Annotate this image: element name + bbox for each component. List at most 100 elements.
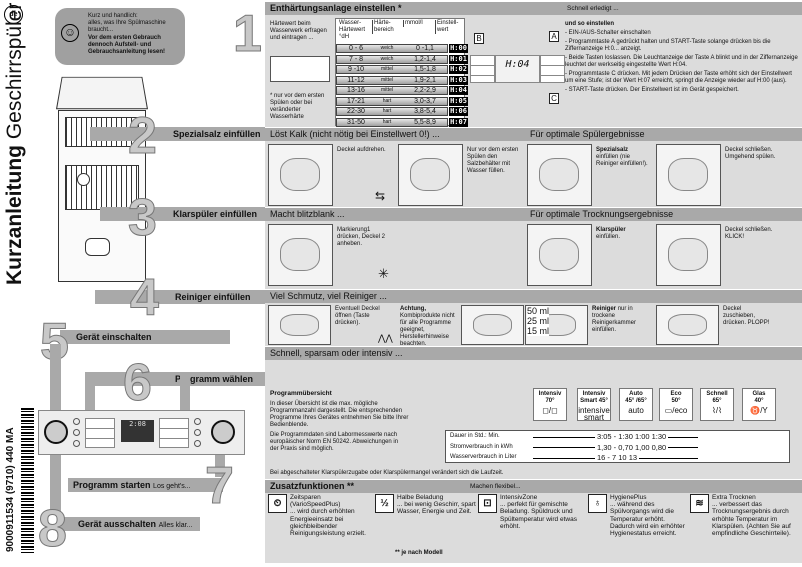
bubble-line1: Kurz und handlich: [88, 13, 138, 19]
extra-function-icon: ½ [375, 494, 394, 513]
hardness-dh: 17-21 [347, 97, 365, 105]
program-name: Auto [629, 391, 643, 397]
option-button[interactable] [73, 429, 80, 436]
overview-text: In dieser Übersicht ist die max. möglich… [270, 401, 409, 428]
program-keys-right[interactable] [159, 418, 189, 448]
rinse-symbol-icon: ✳ [378, 266, 389, 281]
hardness-range: hart [382, 97, 392, 104]
option-button[interactable] [73, 440, 80, 447]
extra-function-icon: ≋ [690, 494, 709, 513]
hardness-mmol: 1,9-2,1 [414, 76, 436, 84]
option-button[interactable] [194, 429, 201, 436]
hardness-row-bar [336, 65, 448, 74]
program-keys-left-diagram[interactable] [470, 55, 495, 83]
program-data-value: 3:05 - 1:30 1:00 1:30 [595, 432, 669, 441]
extra-function-text: ... verbessert das Trocknungsergebnis du… [712, 501, 791, 538]
setting-value: H:01 [449, 54, 468, 64]
step-label-klarspueler: Klarspüler einfüllen [100, 207, 265, 221]
rinse-open-image [268, 224, 333, 286]
programs-header-text: Schnell, sparsam oder intensiv ... [270, 348, 403, 358]
step-number-4: 4 [130, 269, 160, 327]
power-button[interactable] [44, 420, 68, 444]
howto-step: - Programmtaste C drücken. Mit jedem Drü… [565, 71, 792, 84]
extra-function-icon: ⊡ [478, 494, 497, 513]
program-data-label: Dauer in Std.: Min. [450, 433, 500, 439]
step-label-programm-waehlen: Programm wählen [85, 372, 265, 386]
step-label-einschalten: Gerät einschalten [60, 330, 230, 344]
detergent-step-3: Reiniger nur in trockene Reinigerkammer … [592, 306, 652, 334]
hardness-range: hart [382, 118, 392, 125]
hardness-row-bar [336, 44, 448, 53]
program-symbol-icon: ⌇/⌇ [711, 406, 723, 415]
step-number-6: 6 [123, 354, 153, 412]
extra-function-title: Extra Trocknen [712, 494, 756, 501]
hardness-dh: 9 -10 [348, 66, 364, 73]
rinse-step-2-bold: Klarspüler [596, 227, 626, 233]
program-symbol-icon: ♉/Y [750, 406, 768, 415]
program-temp: 50° [671, 398, 681, 404]
program-name: Glas [752, 391, 766, 397]
softener-title: Enthärtungsanlage einstellen * [270, 3, 402, 13]
detergent-symbol-icon: ⋀⋀ [378, 333, 393, 343]
program-keys-right-diagram[interactable] [540, 55, 565, 83]
program-data-label: Stromverbrauch in kWh [450, 443, 513, 450]
dishwasher-illustration [55, 75, 150, 285]
program-symbol-icon: intensive smart [578, 406, 610, 422]
step-number-2: 2 [128, 107, 158, 165]
programs-header: Schnell, sparsam oder intensiv ... [265, 347, 802, 360]
salt-header-right: Für optimale Spülergebnisse [530, 129, 645, 139]
hardness-input-box[interactable] [270, 56, 330, 82]
hardness-mmol: 5,5-8,9 [414, 118, 436, 126]
option-button[interactable] [194, 418, 201, 425]
hardness-range: mittel [381, 66, 393, 72]
hardness-mmol: 0 -1,1 [416, 45, 434, 52]
barcode-number: 9000911534 (9710) 440 MA [5, 427, 16, 552]
step-label-ausschalten: Gerät ausschalten Alles klar... [60, 517, 200, 531]
detergent-step-2: Achtung, Kombiprodukte nicht für alle Pr… [400, 306, 460, 348]
setting-value: H:05 [449, 96, 468, 106]
detergent-step-2-text: Kombiprodukte nicht für alle Programme g… [400, 313, 455, 347]
option-button[interactable] [73, 418, 80, 425]
hardness-dh: 7 - 8 [348, 55, 363, 63]
program-name: Intensiv [538, 391, 562, 397]
detergent-step-4: Deckel zuschieben, drücken. PLOPP! [723, 306, 770, 326]
softener-display: H:04 [495, 55, 540, 83]
extra-function-title: IntensivZone [500, 494, 538, 501]
extras-footnote: ** je nach Modell [395, 550, 443, 556]
extras-title: Zusatzfunktionen ** [270, 481, 355, 491]
key-c-label: C [549, 93, 559, 104]
lang-badge: de [4, 5, 23, 24]
salt-fill-image [527, 144, 592, 206]
salt-cap-open-image [268, 144, 333, 206]
rinse-step-3: Deckel schließen. KLICK! [725, 227, 773, 240]
extra-function-title: Halbe Beladung [397, 494, 444, 501]
program-name: Eco [670, 391, 682, 397]
dose-mark: 50 ml [527, 306, 550, 316]
hardness-table: Wasser-Härtewert °dH Härte-bereich mmol/… [335, 18, 468, 128]
program-symbol-icon: ▭/eco [664, 406, 688, 415]
rinse-close-image [656, 224, 721, 286]
option-button[interactable] [194, 440, 201, 447]
step-starten-title: Programm starten [73, 480, 151, 490]
hardness-row-bar [336, 54, 448, 64]
program-keys-left[interactable] [85, 418, 115, 448]
step-label-starten: Programm starten Los geht's... [68, 478, 223, 492]
program-data-label: Wasserverbrauch in Liter [450, 454, 517, 460]
rinse-header: Macht blitzblank ... Für optimale Trockn… [265, 208, 802, 221]
rinse-step-1: Markierung1 drücken, Deckel 2 anheben. [337, 227, 386, 247]
setting-value: H:06 [449, 107, 468, 116]
howto-step: - START-Taste drücken. Der Einstellwert … [565, 87, 739, 93]
hardness-range: hart [382, 108, 392, 114]
softener-body: Härtewert beim Wasserwerk erfragen und e… [265, 15, 802, 127]
salt-step-2: Nur vor dem ersten Spülen den Salzbehält… [467, 147, 519, 174]
program-temp: 45° /65° [625, 398, 647, 404]
program-temp: Smart 45° [580, 398, 608, 404]
start-button[interactable] [211, 420, 235, 444]
col-header: Einstell-wert [435, 20, 465, 34]
